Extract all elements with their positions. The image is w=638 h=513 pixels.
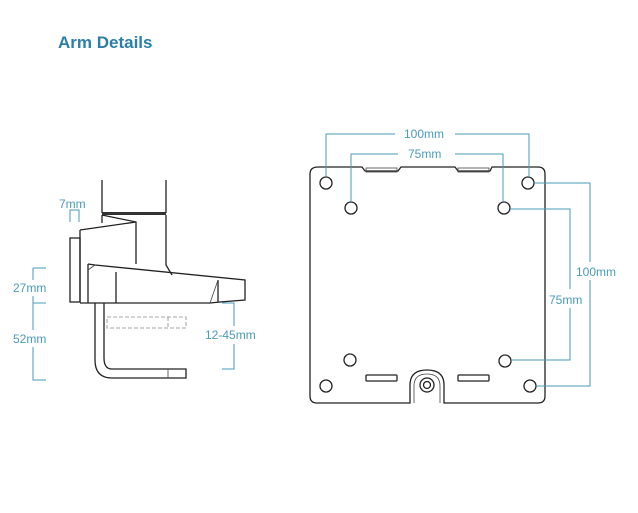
page-title: Arm Details [58, 33, 153, 52]
vesa-width-75-label: 75mm [408, 147, 441, 161]
vesa-plate [309, 166, 546, 404]
arm-side-view [69, 180, 246, 379]
side-view-dimensions: 7mm 27mm 52mm 12-45mm [13, 197, 256, 381]
clamp-range-label: 12-45mm [205, 328, 256, 342]
vesa-width-100-label: 100mm [404, 127, 444, 141]
vesa-dimensions: 100mm 75mm 100mm 75mm [325, 127, 616, 387]
mounting-holes [319, 176, 537, 393]
clamp-depth-label: 52mm [13, 332, 46, 346]
base-height-label: 27mm [13, 281, 46, 295]
plate-thickness-label: 7mm [59, 197, 86, 211]
vesa-height-100-label: 100mm [576, 265, 616, 279]
vesa-height-75-label: 75mm [549, 293, 582, 307]
